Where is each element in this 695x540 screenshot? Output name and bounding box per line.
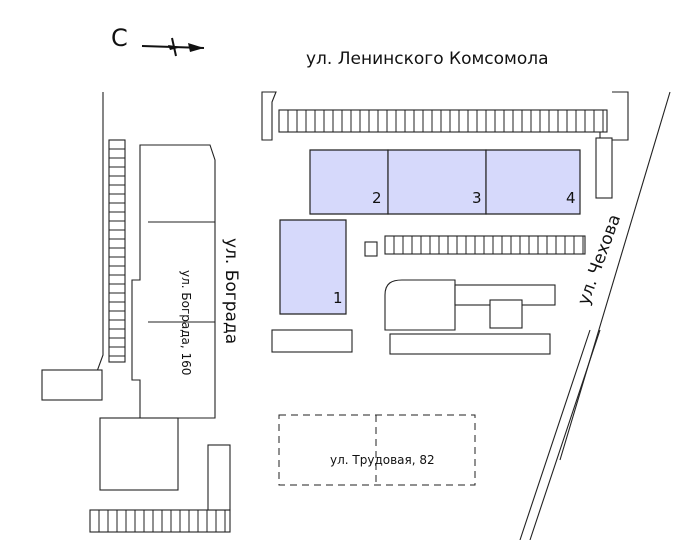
address-bograda-160: ул. Бограда, 160 (179, 270, 193, 375)
section-1-number: 1 (333, 289, 343, 307)
compass: С (111, 24, 205, 57)
compass-north-label: С (111, 24, 128, 52)
courtyard (271, 235, 586, 355)
section-2: 2 (309, 149, 389, 215)
address-trudovaya-82-footprint: ул. Трудовая, 82 (278, 414, 476, 486)
address-trudovaya-82: ул. Трудовая, 82 (330, 453, 435, 467)
parking-left (45, 92, 126, 386)
parking-bottom (89, 444, 231, 533)
parking-top (261, 91, 629, 141)
street-bograda: ул. Бограда (221, 238, 241, 344)
compass-arrow-icon (141, 37, 205, 57)
building-lower-left (41, 369, 179, 491)
section-3: 3 (387, 149, 487, 215)
building-bograda-160: ул. Бограда, 160 (131, 144, 216, 419)
road-chekhova (519, 91, 671, 540)
section-3-number: 3 (472, 189, 482, 207)
section-1: 1 (279, 219, 347, 315)
street-chekhova: ул. Чехова (574, 212, 625, 308)
section-4-number: 4 (566, 189, 576, 207)
section-4: 4 (485, 149, 581, 215)
street-leninsky-komsomola: ул. Ленинского Комсомола (306, 49, 549, 69)
section-2-number: 2 (372, 189, 382, 207)
